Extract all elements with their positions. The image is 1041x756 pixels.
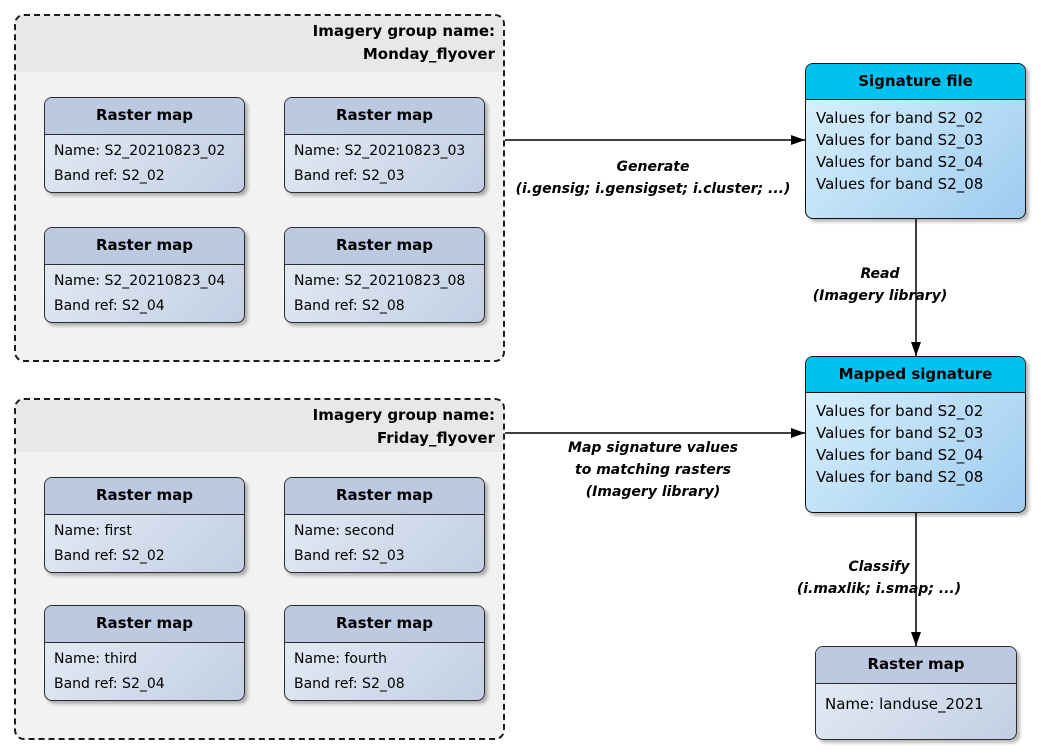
raster-map-title: Raster map bbox=[285, 606, 484, 643]
raster-band-ref: Band ref: S2_04 bbox=[54, 298, 165, 314]
raster-map-body: Name: third Band ref: S2_04 bbox=[45, 643, 244, 697]
signature-row: Values for band S2_03 bbox=[816, 424, 984, 442]
group-title-line2: Monday_flyover bbox=[362, 45, 495, 63]
group-title-friday: Imagery group name: Friday_flyover bbox=[16, 400, 503, 452]
raster-band-ref: Band ref: S2_08 bbox=[294, 298, 405, 314]
raster-map-title: Raster map bbox=[45, 606, 244, 643]
read-arrow-label: Read (Imagery library) bbox=[812, 266, 948, 304]
raster-name: Name: S2_20210823_02 bbox=[54, 143, 226, 159]
group-title-line1: Imagery group name: bbox=[312, 22, 495, 40]
mapped-signature-body: Values for band S2_02 Values for band S2… bbox=[806, 393, 1025, 488]
raster-map-box: Raster map Name: S2_20210823_03 Band ref… bbox=[284, 97, 485, 193]
raster-band-ref: Band ref: S2_02 bbox=[54, 168, 165, 184]
raster-band-ref: Band ref: S2_04 bbox=[54, 676, 165, 692]
signature-row: Values for band S2_04 bbox=[816, 153, 984, 171]
signature-row: Values for band S2_08 bbox=[816, 468, 984, 486]
signature-row: Values for band S2_04 bbox=[816, 446, 984, 464]
raster-map-box: Raster map Name: first Band ref: S2_02 bbox=[44, 477, 245, 573]
raster-map-box: Raster map Name: second Band ref: S2_03 bbox=[284, 477, 485, 573]
raster-map-body: Name: second Band ref: S2_03 bbox=[285, 515, 484, 569]
raster-map-body: Name: S2_20210823_08 Band ref: S2_08 bbox=[285, 265, 484, 319]
raster-band-ref: Band ref: S2_03 bbox=[294, 548, 405, 564]
mapped-signature-box: Mapped signature Values for band S2_02 V… bbox=[805, 356, 1026, 513]
raster-map-body: Name: first Band ref: S2_02 bbox=[45, 515, 244, 569]
group-title-line1: Imagery group name: bbox=[312, 406, 495, 424]
raster-map-title: Raster map bbox=[816, 647, 1016, 684]
map-signature-arrow-label: Map signature values to matching rasters… bbox=[568, 440, 738, 500]
result-raster-map-box: Raster map Name: landuse_2021 bbox=[815, 646, 1017, 740]
raster-name: Name: third bbox=[54, 651, 138, 667]
raster-map-body: Name: landuse_2021 bbox=[816, 684, 1016, 717]
raster-name: Name: first bbox=[54, 523, 132, 539]
signature-file-body: Values for band S2_02 Values for band S2… bbox=[806, 100, 1025, 195]
raster-map-body: Name: S2_20210823_04 Band ref: S2_04 bbox=[45, 265, 244, 319]
imagery-group-friday: Imagery group name: Friday_flyover Raste… bbox=[14, 398, 505, 740]
classify-arrow-label: Classify (i.maxlik; i.smap; ...) bbox=[796, 559, 962, 597]
mapped-signature-title: Mapped signature bbox=[806, 357, 1025, 393]
raster-map-body: Name: S2_20210823_02 Band ref: S2_02 bbox=[45, 135, 244, 189]
raster-name: Name: S2_20210823_04 bbox=[54, 273, 226, 289]
signature-row: Values for band S2_03 bbox=[816, 131, 984, 149]
raster-map-title: Raster map bbox=[285, 478, 484, 515]
raster-map-title: Raster map bbox=[45, 98, 244, 135]
raster-band-ref: Band ref: S2_02 bbox=[54, 548, 165, 564]
signature-row: Values for band S2_02 bbox=[816, 109, 984, 127]
signature-file-box: Signature file Values for band S2_02 Val… bbox=[805, 63, 1026, 219]
raster-map-title: Raster map bbox=[45, 478, 244, 515]
raster-map-box: Raster map Name: fourth Band ref: S2_08 bbox=[284, 605, 485, 701]
raster-map-title: Raster map bbox=[285, 228, 484, 265]
raster-name: Name: landuse_2021 bbox=[825, 695, 984, 713]
raster-map-box: Raster map Name: third Band ref: S2_04 bbox=[44, 605, 245, 701]
raster-name: Name: fourth bbox=[294, 651, 387, 667]
group-title-monday: Imagery group name: Monday_flyover bbox=[16, 16, 503, 72]
raster-name: Name: S2_20210823_03 bbox=[294, 143, 466, 159]
raster-map-body: Name: S2_20210823_03 Band ref: S2_03 bbox=[285, 135, 484, 189]
raster-map-title: Raster map bbox=[285, 98, 484, 135]
raster-map-box: Raster map Name: S2_20210823_04 Band ref… bbox=[44, 227, 245, 323]
raster-map-box: Raster map Name: S2_20210823_02 Band ref… bbox=[44, 97, 245, 193]
raster-map-title: Raster map bbox=[45, 228, 244, 265]
raster-map-body: Name: fourth Band ref: S2_08 bbox=[285, 643, 484, 697]
signature-row: Values for band S2_02 bbox=[816, 402, 984, 420]
signature-row: Values for band S2_08 bbox=[816, 175, 984, 193]
raster-map-box: Raster map Name: S2_20210823_08 Band ref… bbox=[284, 227, 485, 323]
raster-band-ref: Band ref: S2_08 bbox=[294, 676, 405, 692]
raster-name: Name: S2_20210823_08 bbox=[294, 273, 466, 289]
group-title-line2: Friday_flyover bbox=[376, 429, 495, 447]
signature-file-title: Signature file bbox=[806, 64, 1025, 100]
generate-arrow-label: Generate (i.gensig; i.gensigset; i.clust… bbox=[515, 159, 791, 197]
raster-name: Name: second bbox=[294, 523, 395, 539]
imagery-group-monday: Imagery group name: Monday_flyover Raste… bbox=[14, 14, 505, 362]
raster-band-ref: Band ref: S2_03 bbox=[294, 168, 405, 184]
